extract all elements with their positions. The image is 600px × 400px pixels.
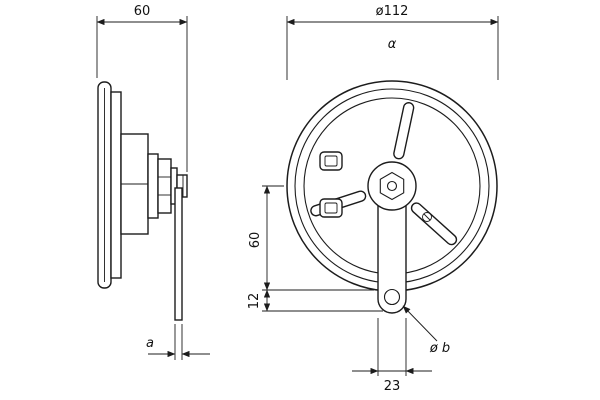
dim-angle-alpha-label: α (388, 37, 397, 52)
front-spoke-right (410, 202, 458, 246)
dim-hole-diameter: ø b (402, 305, 450, 356)
face-screw-slot (423, 213, 431, 221)
side-neck (147, 153, 159, 219)
front-bracket (377, 181, 407, 314)
dim-bottom-offset: 12 (247, 289, 383, 312)
front-view (286, 80, 498, 314)
side-ring (110, 91, 122, 279)
side-nut (157, 158, 172, 214)
side-view (97, 81, 188, 321)
hub-center-hole (386, 180, 398, 192)
dim-bracket-thickness: a (146, 324, 210, 360)
bracket-hole (383, 288, 401, 306)
face-screw (422, 212, 432, 222)
terminal-upper (319, 151, 343, 171)
dim-front-diameter: ø112 (286, 4, 499, 80)
dim-bottom-offset-label: 12 (247, 293, 262, 310)
dim-front-diameter-label: ø112 (376, 4, 409, 19)
dim-center-to-bottom-label: 60 (248, 232, 263, 249)
hub-hex-nut (379, 171, 405, 201)
side-bracket (174, 187, 183, 321)
dim-bracket-width-label: 23 (384, 379, 401, 394)
dim-bracket-thickness-label: a (146, 336, 154, 351)
terminal-lower (319, 198, 343, 218)
dim-side-width: 60 (96, 4, 188, 172)
front-spoke-top (393, 102, 415, 160)
dim-angle-alpha: α (388, 37, 397, 52)
dim-hole-diameter-label: ø b (429, 341, 450, 356)
dim-bracket-width: 23 (352, 318, 432, 394)
dim-center-to-bottom: 60 (248, 185, 374, 291)
hub (367, 161, 417, 211)
dim-side-width-label: 60 (134, 4, 151, 19)
